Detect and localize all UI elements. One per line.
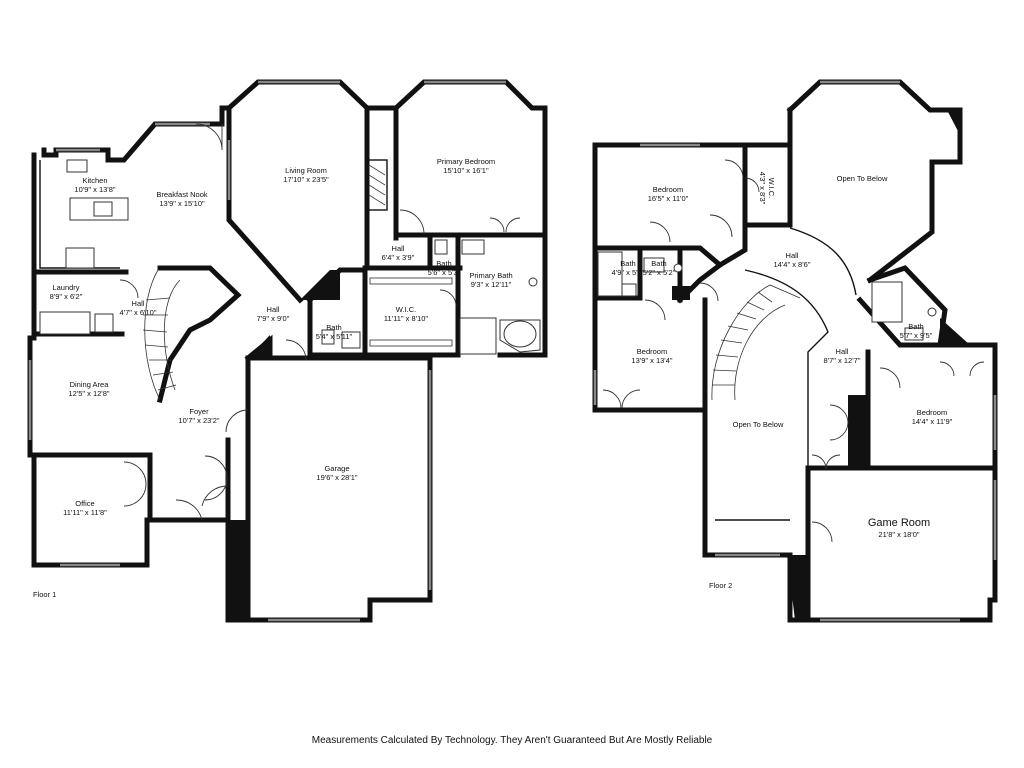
floor-1-fixtures xyxy=(39,159,541,355)
floor-2-solid-fills xyxy=(672,110,970,620)
floor-2-label: Floor 2 xyxy=(709,581,733,590)
floor-2-walls xyxy=(592,79,998,623)
floor-2-windows xyxy=(593,80,997,622)
floor-1-solid-fills xyxy=(228,270,340,620)
floor-2-doors xyxy=(602,159,985,543)
floor-1-doors xyxy=(119,123,521,521)
floor-2-fixtures xyxy=(597,227,937,521)
floor-1-label: Floor 1 xyxy=(33,590,57,599)
disclaimer-text: Measurements Calculated By Technology. T… xyxy=(311,735,713,746)
floor-2-stair xyxy=(711,284,801,401)
floor-1-stair xyxy=(142,269,181,401)
